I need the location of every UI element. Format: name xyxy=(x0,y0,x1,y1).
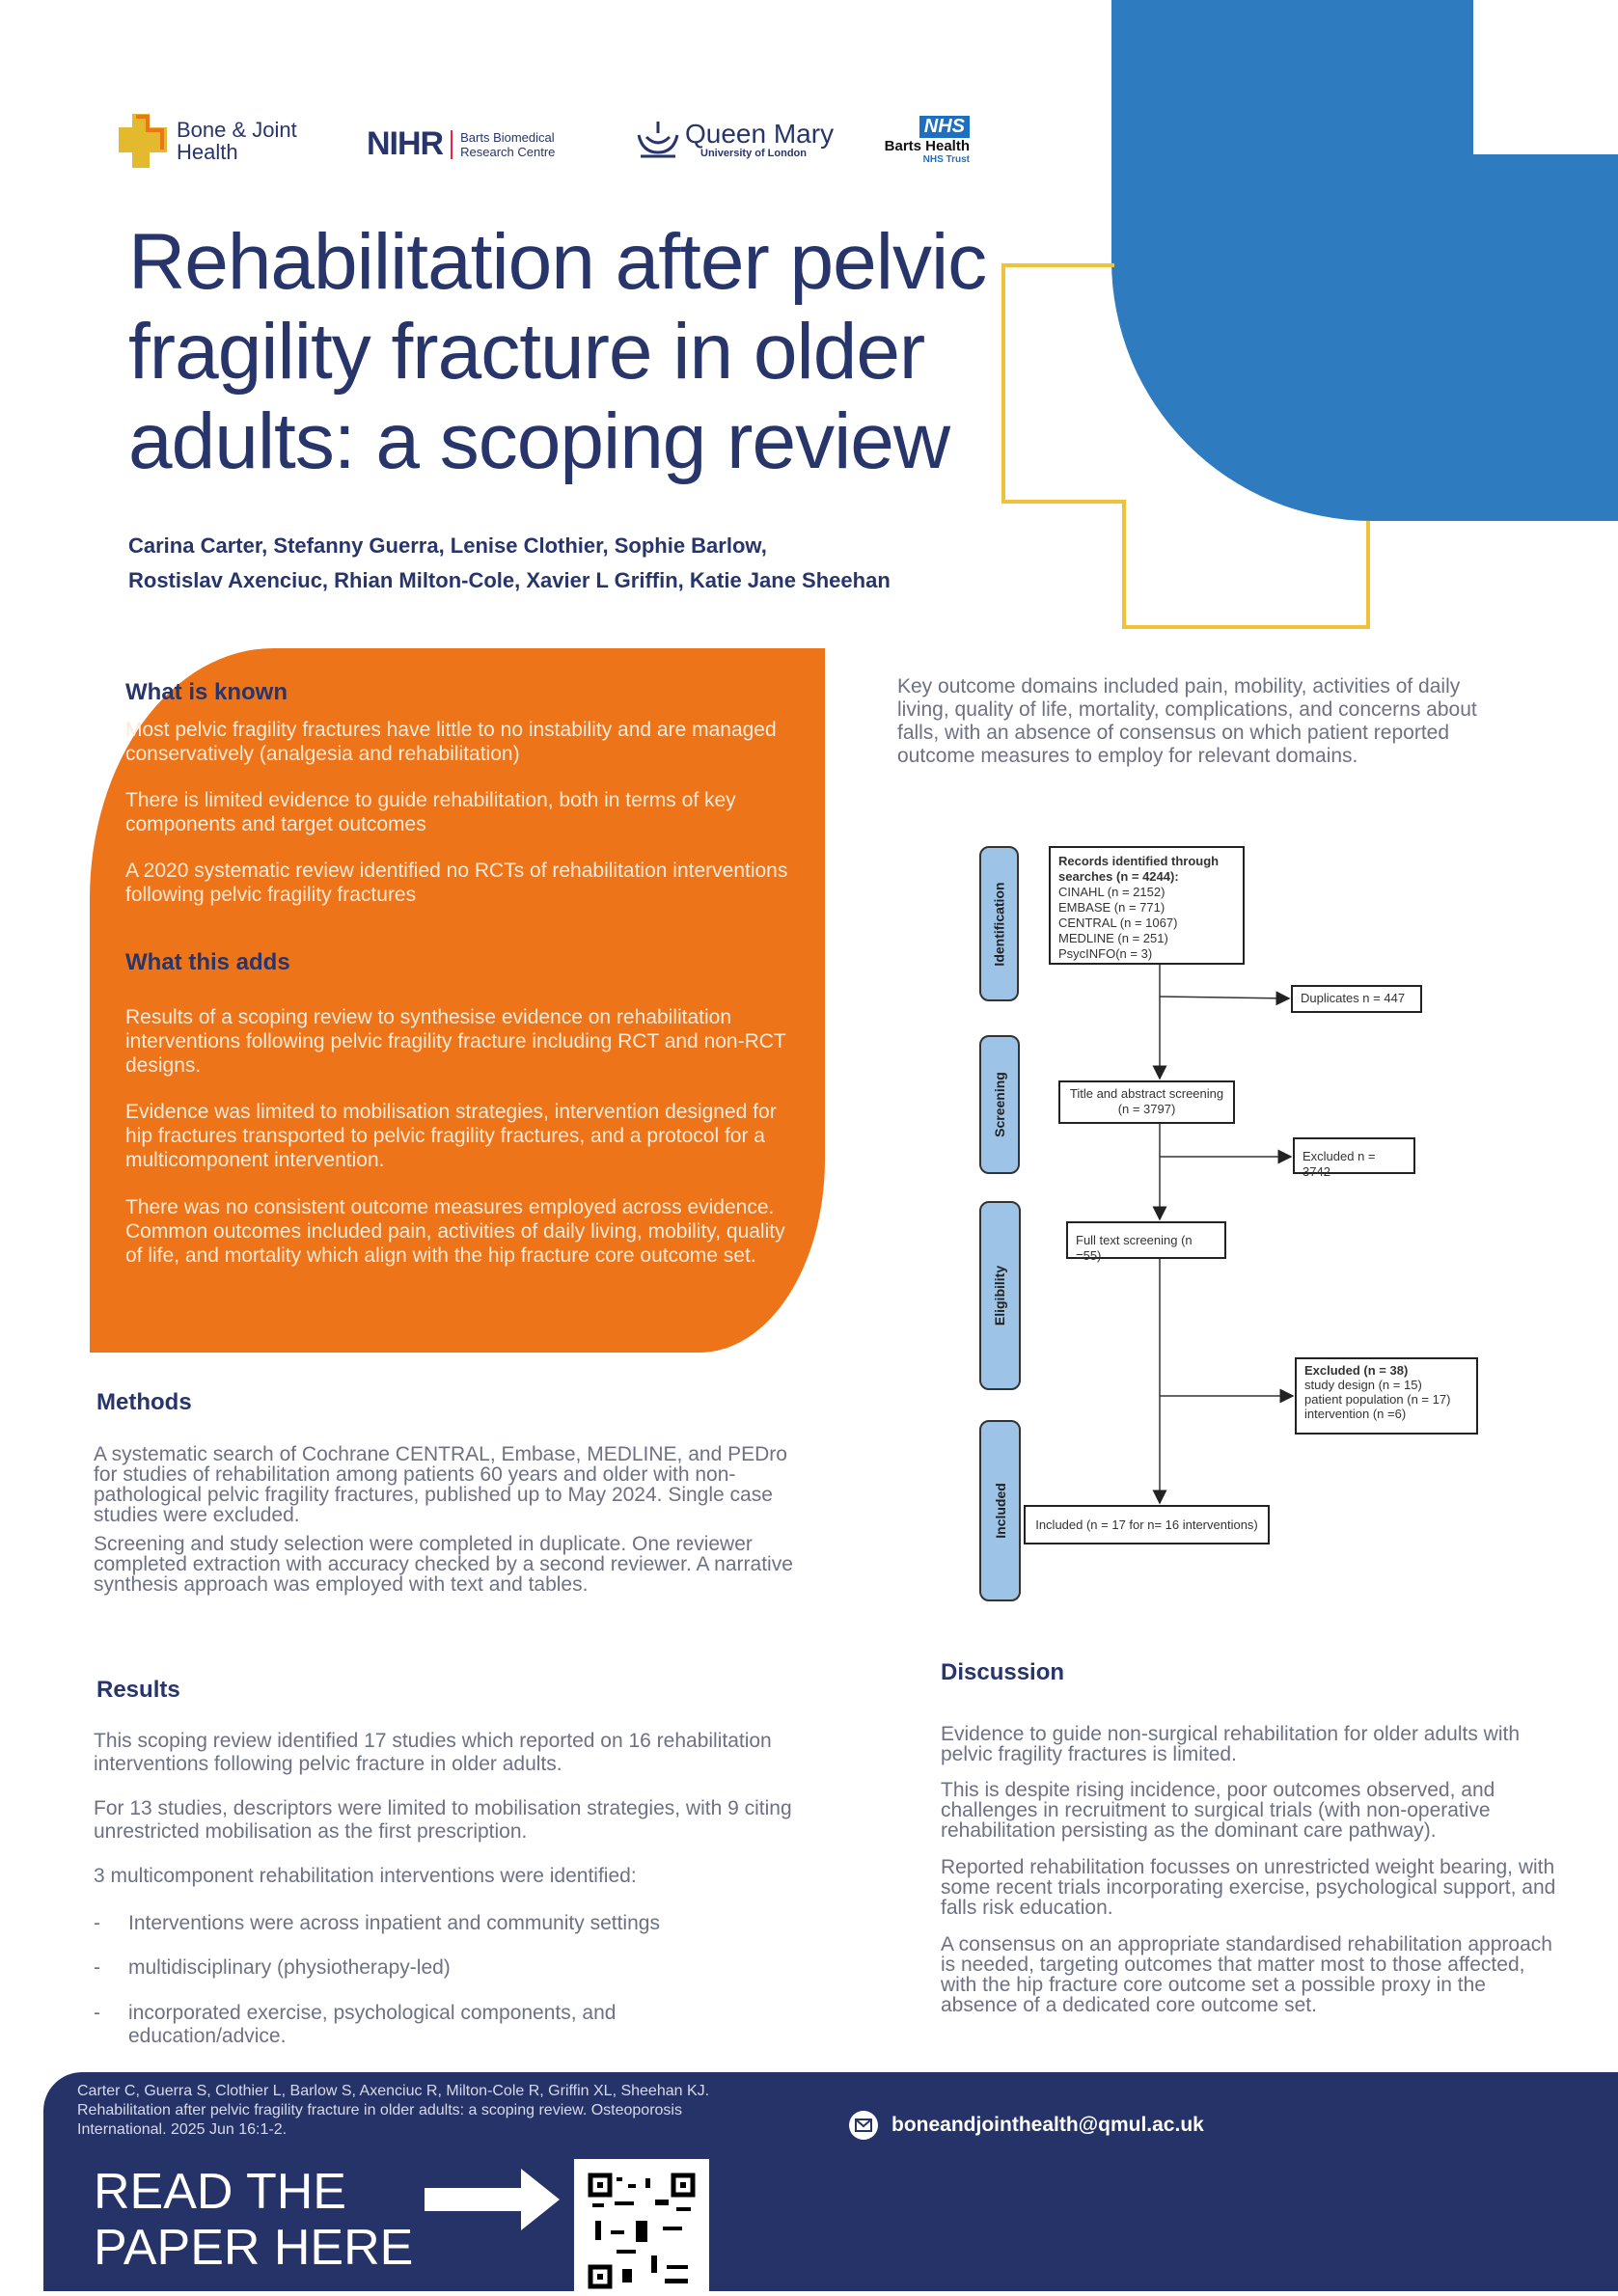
excluded-screening-box: Excluded n = 3742 xyxy=(1293,1137,1415,1179)
duplicates-box: Duplicates n = 447 xyxy=(1291,985,1422,1013)
stage-eligibility: Eligibility xyxy=(979,1201,1021,1390)
envelope-icon xyxy=(849,2111,878,2140)
methods-heading: Methods xyxy=(96,1389,192,1415)
outcomes-paragraph: Key outcome domains included pain, mobil… xyxy=(897,675,1477,767)
poster-title: Rehabilitation after pelvic fragility fr… xyxy=(128,218,987,485)
included-box: Included (n = 17 for n= 16 interventions… xyxy=(1024,1505,1270,1544)
qr-code-icon xyxy=(588,2173,696,2289)
what-is-known-heading: What is known xyxy=(125,679,288,705)
footer-panel: Carter C, Guerra S, Clothier L, Barlow S… xyxy=(43,2072,1618,2291)
discussion-heading: Discussion xyxy=(941,1659,1065,1685)
qr-code[interactable] xyxy=(574,2159,709,2291)
decorative-notch xyxy=(1473,0,1618,154)
excluded-eligibility-box: Excluded (n = 38) study design (n = 15) … xyxy=(1295,1357,1478,1435)
bone-joint-cross-icon xyxy=(119,114,167,168)
logo-bone-joint-health: Bone & Joint Health xyxy=(119,114,321,168)
decorative-yellow-outline xyxy=(1001,263,1370,629)
records-identified-box: Records identified through searches (n =… xyxy=(1049,846,1245,965)
logo-nihr: NIHR Barts Biomedical Research Centre xyxy=(367,125,556,162)
logo-nhs-barts-health: NHS Barts Health NHS Trust xyxy=(884,116,970,165)
results-heading: Results xyxy=(96,1677,180,1703)
full-text-screening-box: Full text screening (n =55) xyxy=(1066,1221,1226,1263)
what-this-adds-heading: What this adds xyxy=(125,949,290,975)
crown-icon xyxy=(637,122,679,158)
citation: Carter C, Guerra S, Clothier L, Barlow S… xyxy=(77,2083,710,2138)
key-points-panel: What is known Most pelvic fragility frac… xyxy=(90,648,825,1353)
arrow-right-icon xyxy=(425,2169,560,2230)
stage-included: Included xyxy=(979,1420,1021,1601)
stage-identification: Identification xyxy=(979,846,1019,1001)
title-abstract-screening-box: Title and abstract screening(n = 3797) xyxy=(1058,1080,1235,1124)
contact-email[interactable]: boneandjointhealth@qmul.ac.uk xyxy=(849,2111,1204,2140)
author-list: Carina Carter, Stefanny Guerra, Lenise C… xyxy=(128,533,891,592)
stage-screening: Screening xyxy=(979,1035,1020,1174)
